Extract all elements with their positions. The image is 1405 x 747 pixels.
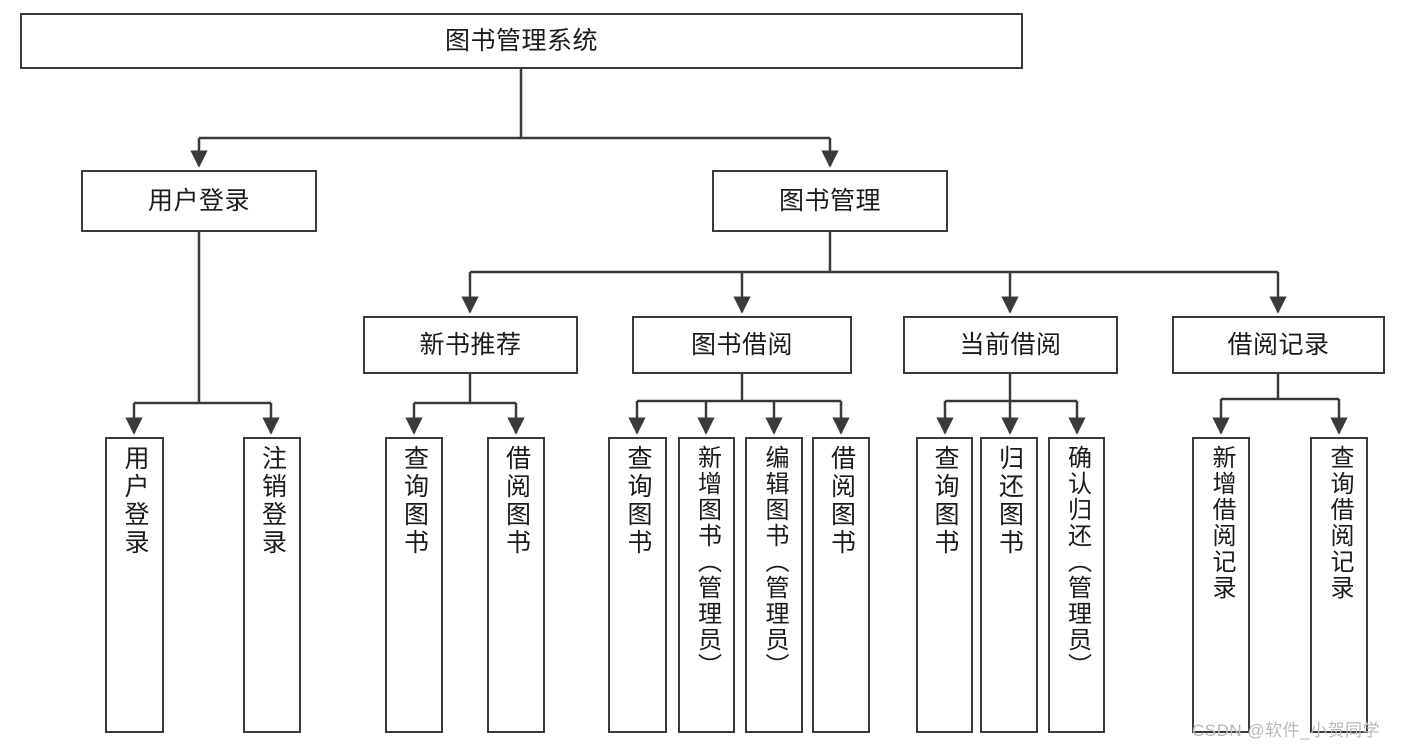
node-leaf-query-book-current[interactable]: 查询图书 [916,437,973,733]
node-leaf-edit-book-admin[interactable]: 编辑图书（管理员） [745,437,803,733]
node-book-management[interactable]: 图书管理 [712,170,948,232]
node-label: 借阅图书 [827,445,856,557]
node-label: 借阅记录 [1227,331,1330,359]
node-label: 编辑图书（管理员） [761,445,788,679]
node-label: 确认归还（管理员） [1063,445,1091,679]
node-leaf-return-book[interactable]: 归还图书 [980,437,1038,733]
node-leaf-confirm-return-admin[interactable]: 确认归还（管理员） [1048,437,1105,733]
node-leaf-add-book-admin[interactable]: 新增图书（管理员） [678,437,735,733]
node-label: 查询图书 [624,445,652,557]
node-leaf-add-borrow-record[interactable]: 新增借阅记录 [1192,437,1250,733]
node-label: 图书管理系统 [444,27,598,55]
node-label: 查询图书 [931,445,959,557]
node-leaf-logout-login[interactable]: 注销登录 [243,437,301,733]
node-borrow-record[interactable]: 借阅记录 [1172,316,1385,374]
node-label: 用户登录 [121,445,149,557]
node-book-borrow[interactable]: 图书借阅 [632,316,852,374]
node-label: 新书推荐 [419,331,522,359]
node-label: 查询借阅记录 [1326,445,1353,601]
csdn-watermark: CSDN @软件_小贺同学 [1192,721,1381,740]
node-label: 借阅图书 [502,445,531,557]
node-leaf-query-book-borrow[interactable]: 查询图书 [608,437,667,733]
node-label: 图书借阅 [690,331,793,359]
node-label: 当前借阅 [959,331,1062,359]
node-label: 归还图书 [995,445,1024,557]
node-current-borrow[interactable]: 当前借阅 [903,316,1118,374]
node-label: 查询图书 [400,445,429,557]
node-leaf-borrow-book[interactable]: 借阅图书 [812,437,870,733]
node-root-book-management-system[interactable]: 图书管理系统 [20,13,1023,69]
node-user-login[interactable]: 用户登录 [81,170,317,232]
node-label: 新增图书（管理员） [693,445,721,679]
node-leaf-borrow-book-recommend[interactable]: 借阅图书 [487,437,545,733]
node-label: 用户登录 [147,187,250,215]
node-leaf-user-login[interactable]: 用户登录 [105,437,164,733]
node-label: 新增借阅记录 [1208,445,1235,601]
node-new-book-recommend[interactable]: 新书推荐 [363,316,578,374]
node-label: 注销登录 [258,445,287,557]
node-leaf-query-book-recommend[interactable]: 查询图书 [385,437,443,733]
node-leaf-query-borrow-record[interactable]: 查询借阅记录 [1310,437,1368,733]
node-label: 图书管理 [778,187,881,215]
